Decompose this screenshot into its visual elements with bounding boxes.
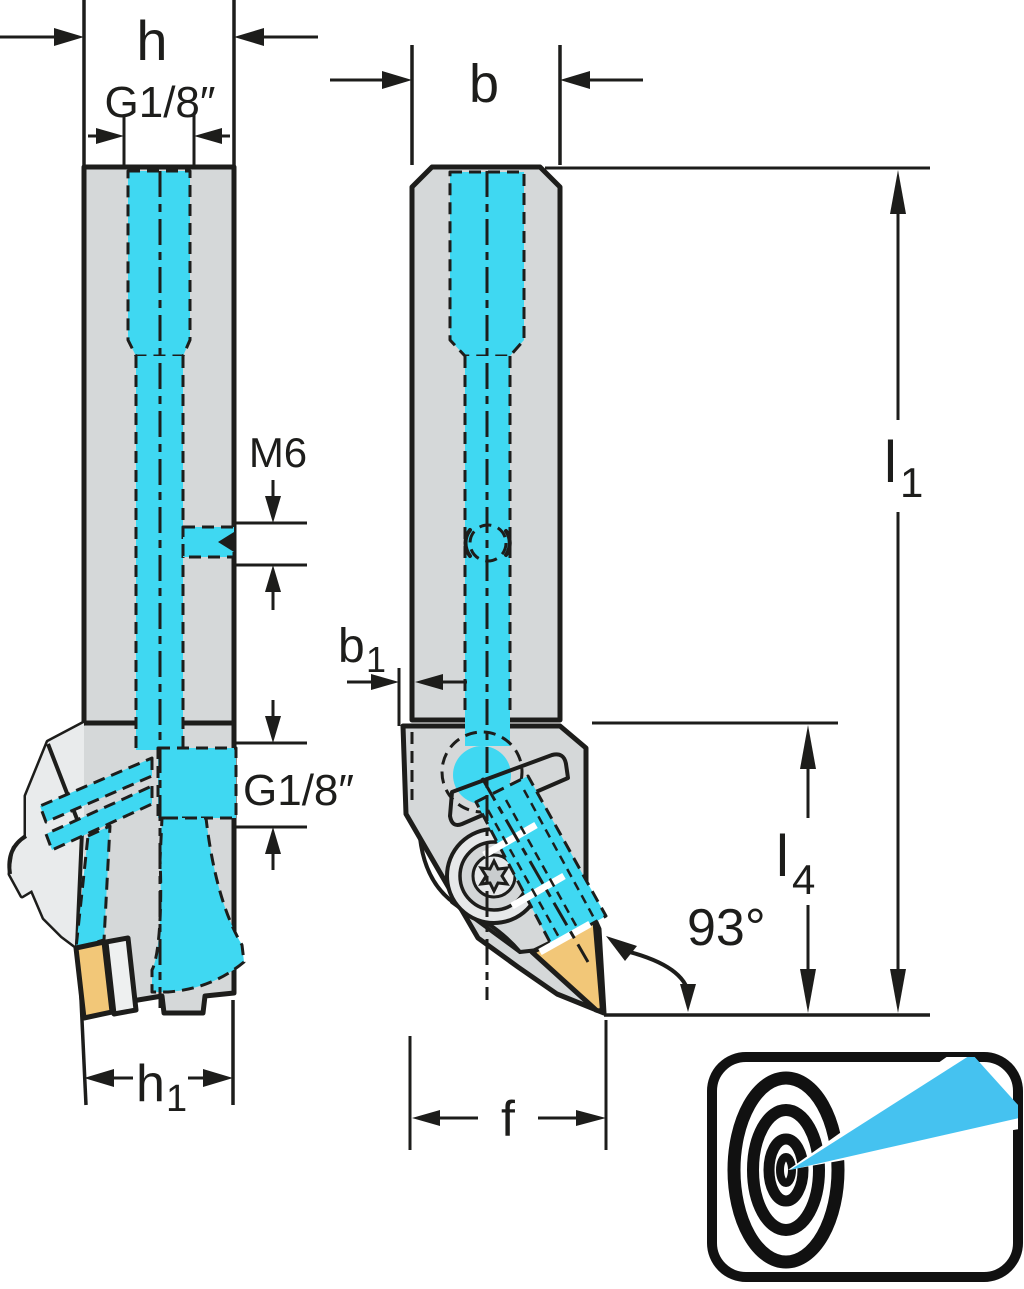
arrowhead xyxy=(800,969,816,1013)
dim-label-l1: l xyxy=(884,430,897,495)
arrowhead xyxy=(265,565,281,592)
dim-label-h: h xyxy=(136,9,167,72)
dim-label-g18-top: G1/8″ xyxy=(105,78,216,127)
arrowhead xyxy=(234,28,264,46)
duct-centerline xyxy=(480,777,590,963)
arrowhead xyxy=(800,725,816,769)
dimension-g18-top: G1/8″ xyxy=(88,78,230,166)
dimension-m6: M6 xyxy=(236,429,307,610)
dim-label-l4: l xyxy=(776,824,789,889)
dimension-g18-side: G1/8″ xyxy=(232,700,354,870)
duct-thread-hatch xyxy=(486,809,563,942)
dimension-h1: h 1 xyxy=(78,977,235,1120)
dimension-f: f xyxy=(408,1020,608,1150)
arrowhead xyxy=(890,969,906,1013)
dim-label-f: f xyxy=(501,1091,515,1147)
angle-arc xyxy=(620,948,691,1000)
coolant-beam-icon xyxy=(790,1057,1018,1170)
duct-segment-gap xyxy=(510,872,566,910)
side-view: h G1/8″ M6 G1/8″ xyxy=(0,0,354,1120)
arrowhead xyxy=(606,936,637,961)
coolant-chamber xyxy=(453,746,511,804)
torx-socket-icon xyxy=(478,857,510,895)
arrowhead xyxy=(680,984,696,1012)
arrowhead xyxy=(265,827,281,854)
dimension-angle-93: 93° xyxy=(606,899,766,1012)
duct-thread-hatch xyxy=(504,799,581,932)
duct-segment-gap xyxy=(482,821,538,859)
target-ring-inner xyxy=(763,1133,809,1207)
target-ring-middle xyxy=(747,1104,825,1236)
front-view: b b 1 l 1 l 4 xyxy=(330,45,930,1150)
dim-label-m6: M6 xyxy=(249,429,307,476)
clamp-bar xyxy=(448,752,570,827)
arrowhead xyxy=(371,674,399,690)
front-coolant-bore-wide xyxy=(448,170,526,358)
coolant-branch-upper xyxy=(38,756,154,824)
coolant-branch-lower xyxy=(44,784,154,852)
dimension-b1: b 1 xyxy=(338,620,467,726)
dim-label-h1-sub: 1 xyxy=(166,1078,187,1120)
duct-thread-hatch xyxy=(522,789,596,919)
dimension-l1: l 1 xyxy=(545,166,930,1017)
arrowhead xyxy=(265,496,281,523)
arrowhead xyxy=(265,716,281,743)
arrowhead xyxy=(84,1069,114,1087)
arrowhead xyxy=(560,71,590,89)
side-clamp-bump xyxy=(7,834,28,875)
arrowhead xyxy=(203,1069,233,1087)
arrowhead xyxy=(890,170,906,214)
arrowhead xyxy=(576,1110,606,1126)
arrowhead xyxy=(382,71,412,89)
arrowhead xyxy=(412,1110,440,1126)
duct-segment-gap xyxy=(538,920,592,956)
dim-label-h1: h xyxy=(136,1055,165,1113)
m6-plug xyxy=(218,532,234,552)
arrowhead xyxy=(415,674,443,690)
dim-label-b: b xyxy=(469,54,499,114)
dim-label-b1-sub: 1 xyxy=(366,639,386,680)
target-bullseye xyxy=(776,1153,796,1187)
cross-hole-arc xyxy=(504,529,512,557)
cross-hole-arc xyxy=(463,528,472,558)
dim-label-g18-side: G1/8″ xyxy=(243,766,354,815)
dim-label-angle: 93° xyxy=(687,899,766,957)
dimension-b: b xyxy=(330,45,643,165)
dim-label-l4-sub: 4 xyxy=(792,856,815,903)
g18-side-port xyxy=(156,746,238,820)
arrowhead xyxy=(96,128,124,144)
precision-coolant-target-icon xyxy=(707,1052,1023,1282)
extension-line xyxy=(78,977,88,1106)
arrowhead xyxy=(54,28,84,46)
dim-label-l1-sub: 1 xyxy=(900,459,923,506)
dimension-l4: l 4 xyxy=(592,721,838,1013)
dimension-h: h xyxy=(0,0,318,166)
target-ring-outer xyxy=(727,1071,845,1269)
dim-label-b1: b xyxy=(338,620,365,673)
arrowhead xyxy=(194,128,222,144)
